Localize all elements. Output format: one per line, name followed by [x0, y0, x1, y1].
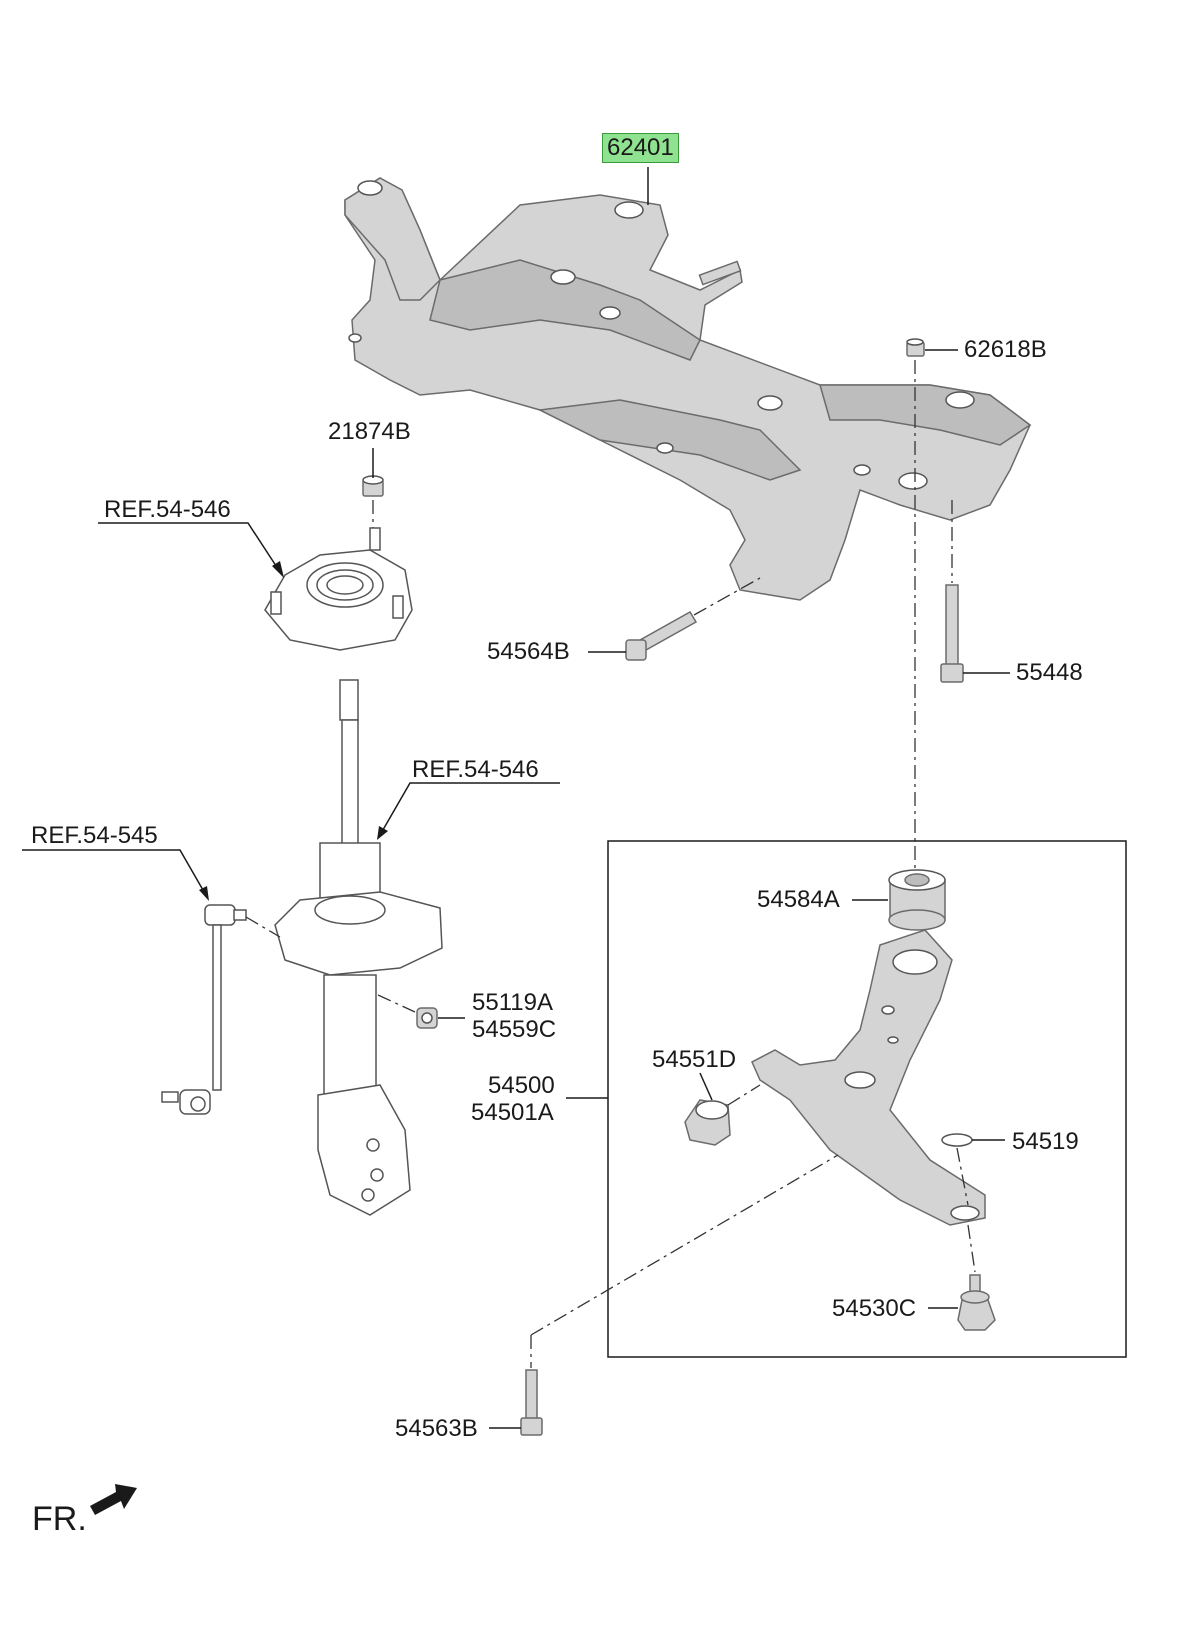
label-54501a[interactable]: 54501A [471, 1099, 554, 1126]
label-54559c[interactable]: 54559C [472, 1016, 557, 1043]
bushing-54584a[interactable] [888, 869, 946, 931]
leader-ref-54-546-top [98, 522, 283, 576]
stabilizer-link[interactable] [161, 904, 247, 1115]
label-55119a[interactable]: 55119A [472, 989, 553, 1016]
label-54500[interactable]: 54500 [488, 1072, 555, 1099]
centerline-54519 [956, 1147, 969, 1206]
label-62618b[interactable]: 62618B [964, 336, 1047, 363]
arrow-ref-54-545 [199, 886, 209, 901]
label-54519[interactable]: 54519 [1012, 1128, 1079, 1155]
label-ref-54-546-mid[interactable]: REF.54-546 [412, 756, 539, 783]
snap-ring-54519[interactable] [941, 1133, 973, 1147]
label-54584a[interactable]: 54584A [757, 886, 840, 913]
lower-arm-group-box [607, 840, 1127, 1358]
centerline-55119a [377, 994, 416, 1013]
label-21874b[interactable]: 21874B [328, 418, 411, 445]
label-54530c[interactable]: 54530C [832, 1295, 917, 1322]
bolt-54563b[interactable] [520, 1369, 543, 1436]
label-54563b[interactable]: 54563B [395, 1415, 478, 1442]
strut-assembly[interactable] [274, 679, 443, 1216]
label-ref-54-546-top[interactable]: REF.54-546 [104, 496, 231, 523]
label-62401[interactable]: 62401 [602, 133, 679, 163]
centerline-stabilizer [245, 916, 281, 938]
ball-joint-54530c[interactable] [957, 1274, 996, 1331]
label-54551d[interactable]: 54551D [652, 1046, 737, 1073]
centerline-54564b [693, 577, 761, 616]
lower-control-arm[interactable] [751, 929, 986, 1226]
leader-54551d [699, 1072, 713, 1101]
nut-62618b[interactable] [906, 338, 925, 357]
bolt-55448[interactable] [940, 584, 964, 683]
strut-mount[interactable] [264, 527, 413, 651]
front-direction-label: FR. [32, 1500, 87, 1538]
leader-ref-54-546-mid [379, 782, 560, 836]
front-arrow-icon [90, 1484, 137, 1515]
nut-21874b[interactable] [362, 475, 384, 497]
leader-ref-54-545 [22, 849, 208, 898]
arrow-ref-54-546-top [272, 561, 284, 578]
centerline-54530c [967, 1224, 976, 1273]
nut-55119a[interactable] [416, 1007, 438, 1029]
centerline-54551d [727, 1084, 761, 1106]
centerline-54563b [530, 1154, 839, 1336]
label-ref-54-545[interactable]: REF.54-545 [31, 822, 158, 849]
label-54564b[interactable]: 54564B [487, 638, 570, 665]
label-55448[interactable]: 55448 [1016, 659, 1083, 686]
bushing-54551d[interactable] [684, 1099, 731, 1146]
bolt-54564b[interactable] [625, 610, 698, 661]
arrow-ref-54-546-mid [377, 826, 388, 840]
crossmember-subframe[interactable] [344, 177, 1032, 601]
